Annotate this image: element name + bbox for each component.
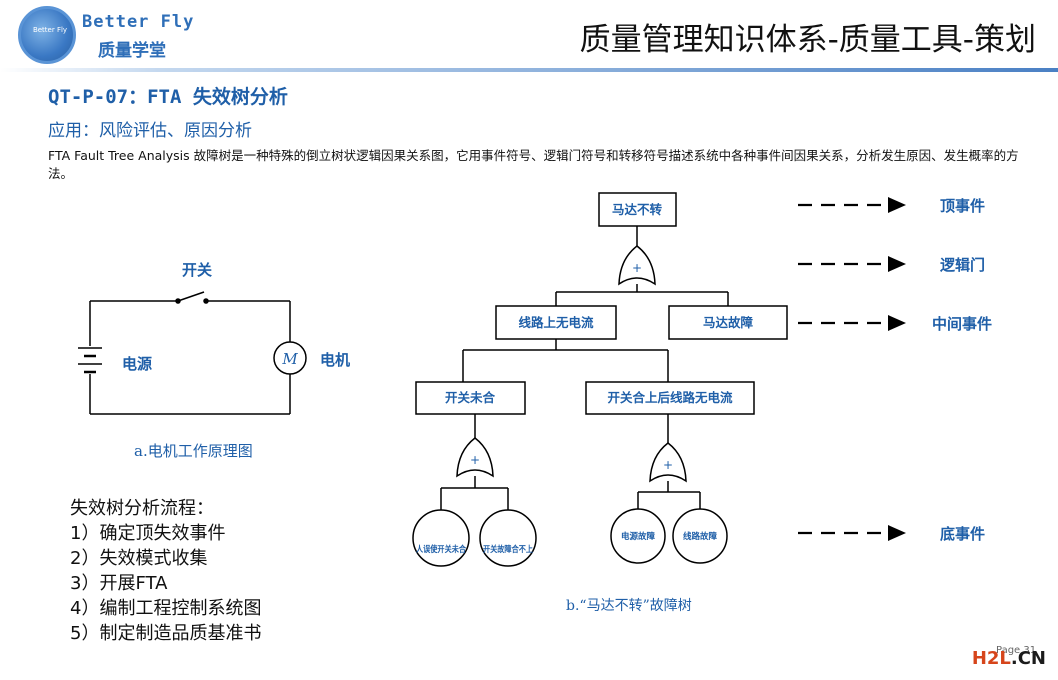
- event-boxes: [415, 192, 788, 415]
- low-event-box: [415, 381, 526, 415]
- section-subtitle: 应用：风险评估、原因分析: [48, 121, 252, 141]
- top-event-label: 马达不转: [612, 202, 663, 217]
- basic-event-circle: [412, 509, 470, 567]
- legend-basic-event: 底事件: [940, 525, 985, 543]
- mid-event-box: [495, 305, 617, 340]
- watermark: H2L.CN: [972, 648, 1046, 669]
- arrowhead: [888, 315, 906, 331]
- motor-symbol: [273, 341, 307, 375]
- or-gate-left: [456, 437, 494, 478]
- section-description: FTA Fault Tree Analysis 故障树是一种特殊的倒立树状逻辑因…: [48, 148, 1019, 181]
- basic-event-circle: [479, 509, 537, 567]
- page-title: 质量管理知识体系-质量工具-策划: [579, 22, 1036, 58]
- low-event-label: 开关合上后线路无电流: [607, 390, 733, 405]
- process-step: 5）制定制造品质基准书: [70, 623, 262, 644]
- mid-event-label: 马达故障: [703, 315, 754, 330]
- section-title: QT-P-07：FTA 失效树分析: [48, 86, 288, 108]
- process-steps: 失效树分析流程： 1）确定顶失效事件 2）失效模式收集 3）开展FTA 4）编制…: [70, 496, 261, 646]
- basic-event-label: 电源故障: [621, 531, 656, 542]
- or-gate-top: [618, 245, 656, 286]
- basic-event-circle: [610, 508, 666, 564]
- arrowhead: [888, 197, 906, 213]
- arrowhead: [888, 256, 906, 272]
- process-step: 2）失效模式收集: [70, 548, 208, 569]
- or-gate-symbol: +: [663, 458, 673, 472]
- switch-label: 开关: [182, 261, 212, 279]
- motor-label: 电机: [320, 351, 350, 369]
- low-event-box: [585, 381, 755, 415]
- basic-events: [412, 508, 728, 567]
- brand-name-en: Better Fly: [82, 12, 195, 32]
- legend-top-event: 顶事件: [940, 197, 985, 215]
- basic-event-label: 开关故障合不上: [483, 544, 533, 555]
- or-gate-symbol: +: [470, 453, 480, 467]
- process-step: 4）编制工程控制系统图: [70, 598, 262, 619]
- mid-event-label: 线路上无电流: [518, 315, 594, 330]
- process-title: 失效树分析流程：: [70, 498, 214, 519]
- legend-arrows: [798, 203, 888, 535]
- legend-mid-event: 中间事件: [932, 315, 992, 333]
- arrowhead: [888, 525, 906, 541]
- circuit-diagram: [78, 291, 307, 415]
- motor-letter: M: [281, 350, 298, 368]
- fault-tree-caption: b.“马达不转”故障树: [566, 598, 692, 614]
- page-number: Page 31: [996, 645, 1037, 656]
- watermark-part: H2L: [971, 648, 1011, 669]
- basic-event-label: 线路故障: [683, 531, 718, 542]
- basic-event-label: 人误使开关未合: [416, 544, 466, 555]
- tree-connectors: [440, 226, 729, 510]
- or-gate-right: [649, 442, 687, 483]
- process-step: 1）确定顶失效事件: [70, 523, 226, 544]
- mid-event-box: [668, 305, 788, 340]
- legend-logic-gate: 逻辑门: [940, 256, 985, 274]
- brand-logo: Better Fly: [18, 6, 76, 64]
- watermark-part: .CN: [1010, 648, 1046, 669]
- or-gates: [456, 245, 687, 483]
- source-label: 电源: [122, 355, 152, 373]
- header-divider: [0, 68, 1058, 72]
- brand-logo-text: Better Fly: [32, 26, 68, 34]
- basic-event-circle: [672, 508, 728, 564]
- brand-name-cn: 质量学堂: [98, 41, 166, 61]
- or-gate-symbol: +: [632, 261, 642, 275]
- legend-arrowheads: [888, 197, 906, 541]
- switch-lever: [177, 291, 205, 302]
- low-event-label: 开关未合: [445, 390, 496, 405]
- process-step: 3）开展FTA: [70, 573, 168, 594]
- circuit-caption: a.电机工作原理图: [134, 442, 253, 460]
- switch-contact: [203, 298, 209, 304]
- top-event-box: [598, 192, 677, 227]
